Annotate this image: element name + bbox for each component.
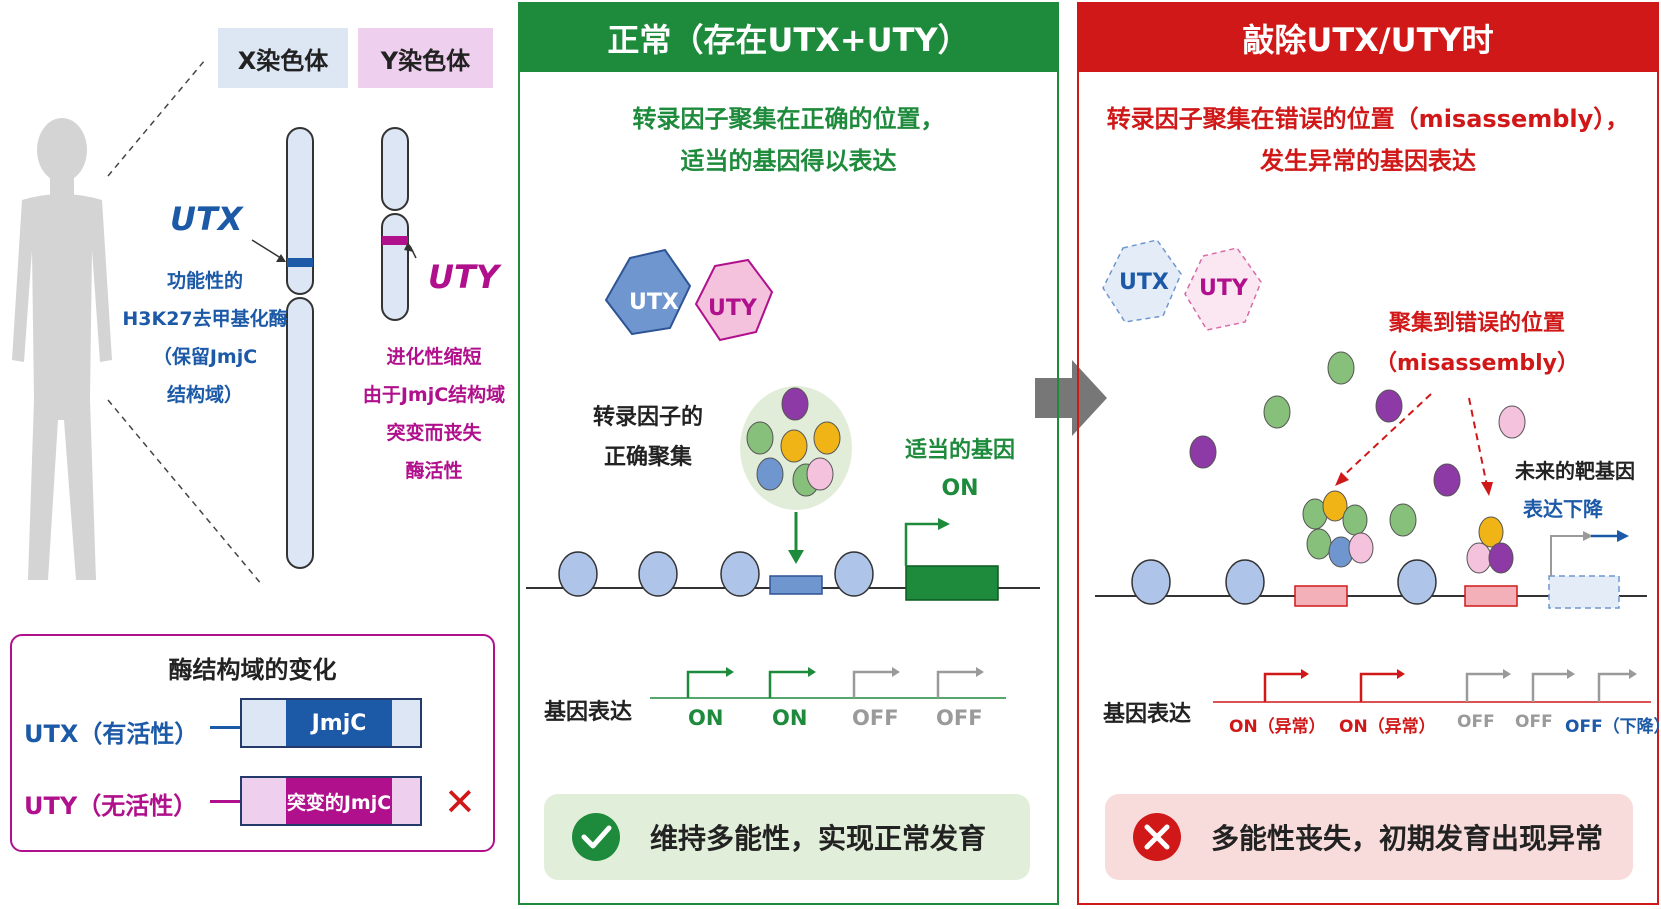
- enzyme-domain-box: 酶结构域的变化 UTX（有活性） JmjC UTY（无活性） 突变的JmjC ✕: [10, 634, 495, 852]
- knockout-nucleosomes: [1131, 559, 1437, 605]
- tf-correct-assembly-label: 转录因子的 正确聚集: [592, 405, 703, 470]
- transcription-arrow-icon: [904, 522, 942, 566]
- uty-description: 进化性缩短 由于JmjC结构域 突变而丧失 酶活性: [362, 346, 506, 482]
- utx-domain-bar: JmjC: [240, 698, 422, 748]
- utx-connector: [210, 726, 240, 729]
- uty-absent-label: UTY: [1199, 276, 1248, 301]
- ko-expression-state-2: ON（异常）: [1339, 717, 1436, 737]
- y-chromosome-tag: Y染色体: [358, 28, 493, 88]
- normal-caption: 转录因子聚集在正确的位置， 适当的基因得以表达: [632, 105, 945, 175]
- x-chromosome-tag: X染色体: [218, 28, 348, 88]
- expression-state-2: ON: [772, 706, 808, 730]
- scattered-tfs: [1189, 351, 1526, 537]
- x-circle-icon: [1133, 813, 1181, 861]
- knockout-result-box: 多能性丧失，初期发育出现异常: [1105, 794, 1633, 880]
- tf-cluster: [746, 387, 841, 497]
- normal-panel-header: 正常（存在UTX+UTY）: [520, 4, 1057, 72]
- wrong-site-2: [1464, 585, 1518, 607]
- utx-hex-label: UTX: [629, 290, 679, 315]
- x-chromosome: [251, 127, 314, 569]
- ko-expression-state-4: OFF: [1515, 712, 1553, 732]
- utx-protein-hexagon: [604, 248, 692, 336]
- faded-transcription-arrow-icon: [1550, 535, 1587, 576]
- wrong-cluster-1: [1302, 490, 1374, 568]
- expression-state-3: OFF: [852, 706, 899, 730]
- knockout-caption: 转录因子聚集在错误的位置（misassembly）， 发生异常的基因表达: [1106, 105, 1630, 175]
- utx-gene-name: UTX: [170, 200, 243, 238]
- uty-hex-label: UTY: [708, 296, 757, 321]
- uty-domain-bar: 突变的JmjC: [240, 776, 422, 826]
- future-target-label: 未来的靶基因 表达下降: [1515, 459, 1635, 521]
- dashed-line-bottom: [107, 399, 263, 586]
- ko-expression-state-5: OFF（下降）: [1565, 717, 1661, 737]
- uty-inactive-label: UTY（无活性）: [24, 792, 198, 820]
- expression-state-1: ON: [688, 706, 724, 730]
- knockout-panel-header: 敲除UTX/UTY时: [1079, 4, 1657, 72]
- wrong-site-1: [1294, 585, 1348, 607]
- normal-diagram: [526, 248, 1040, 699]
- utx-jmjc-domain: JmjC: [286, 700, 392, 746]
- check-circle-icon: [572, 813, 620, 861]
- dashed-line-top: [107, 59, 206, 177]
- target-gene-box: [1548, 575, 1620, 609]
- uty-connector: [210, 800, 240, 803]
- ko-expression-state-1: ON（异常）: [1229, 717, 1326, 737]
- transition-arrow-icon: [1035, 360, 1107, 436]
- ko-expression-state-3: OFF: [1457, 712, 1495, 732]
- uty-absent-hexagon: [1184, 247, 1262, 331]
- uty-mutated-jmjc-domain: 突变的JmjC: [286, 778, 392, 824]
- normal-panel: 正常（存在UTX+UTY） 转录因子聚集在正确的位置， 适当的基因得以表达: [518, 2, 1059, 905]
- misassembly-arrow-right: [1468, 397, 1488, 487]
- misassembly-arrow-left: [1340, 393, 1432, 479]
- knockout-gene-expression-label: 基因表达: [1103, 702, 1192, 727]
- knockout-result-text: 多能性丧失，初期发育出现异常: [1211, 822, 1604, 855]
- expression-state-4: OFF: [936, 706, 983, 730]
- utx-pointer-arrow: [251, 239, 285, 261]
- uty-gene-name: UTY: [428, 258, 499, 296]
- utx-absent-label: UTX: [1119, 270, 1169, 295]
- utx-description: 功能性的 H3K27去甲基化酶 （保留JmjC 结构域）: [122, 270, 288, 406]
- wrong-cluster-2: [1466, 516, 1514, 574]
- utx-absent-hexagon: [1102, 239, 1182, 323]
- appropriate-gene-label: 适当的基因 ON: [904, 438, 1015, 501]
- active-gene-box: [905, 565, 999, 601]
- enzyme-domain-title: 酶结构域的变化: [168, 656, 337, 684]
- uty-protein-hexagon: [694, 258, 774, 342]
- utx-active-label: UTX（有活性）: [24, 720, 199, 748]
- y-chromosome: [381, 127, 417, 321]
- knockout-diagram: [1095, 239, 1651, 703]
- expression-arrows: [686, 670, 978, 698]
- knockout-panel: 敲除UTX/UTY时 转录因子聚集在错误的位置（misassembly）， 发生…: [1077, 2, 1661, 905]
- misassembly-label: 聚集到错误的位置 （misassembly）: [1374, 311, 1580, 376]
- cross-icon: ✕: [444, 780, 476, 824]
- nucleosomes: [558, 551, 874, 597]
- gene-expression-label: 基因表达: [544, 700, 633, 725]
- normal-result-text: 维持多能性，实现正常发育: [650, 822, 987, 855]
- knockout-expression-arrows: [1263, 672, 1631, 702]
- normal-result-box: 维持多能性，实现正常发育: [544, 794, 1030, 880]
- binding-site: [769, 575, 823, 595]
- human-silhouette-icon: [12, 118, 112, 580]
